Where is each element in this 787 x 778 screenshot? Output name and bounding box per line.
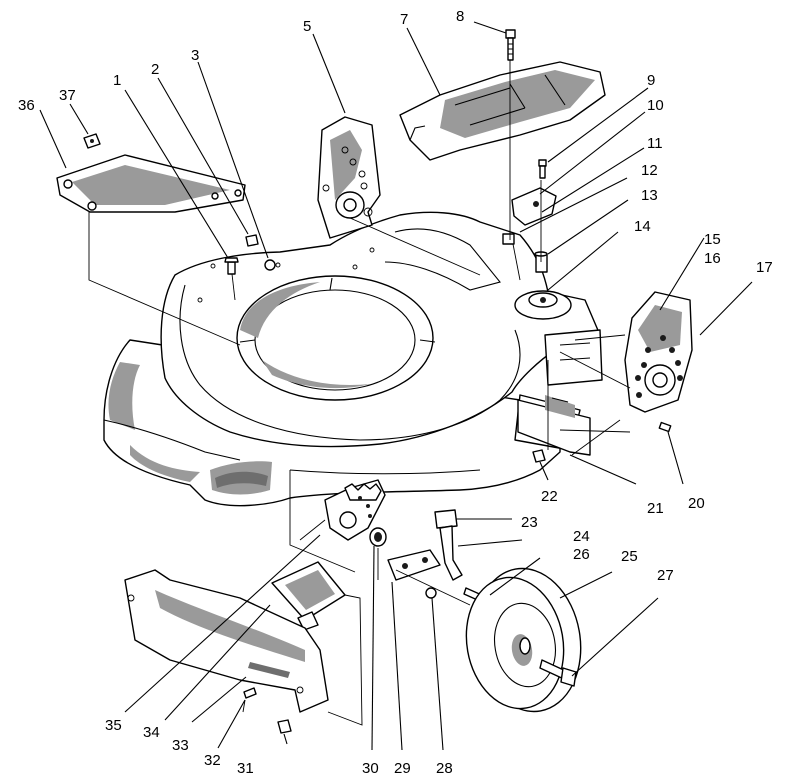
part-35-front-height-bracket (324, 479, 386, 541)
callout-27: 27 (657, 567, 674, 584)
part-25-wheel (465, 567, 582, 713)
part-1-bolt (224, 257, 239, 275)
part-20-screw (658, 421, 672, 433)
callout-36: 36 (18, 97, 35, 114)
part-32-screw (242, 687, 257, 713)
callout-32: 32 (204, 752, 221, 769)
part-21-rear-skirt (517, 395, 591, 456)
callout-26: 26 (573, 546, 590, 563)
callout-12: 12 (641, 162, 658, 179)
part-9-screw (538, 159, 547, 179)
callout-30: 30 (362, 760, 379, 777)
callout-labels: 1 2 3 5 7 8 9 10 11 12 13 14 15 16 17 20… (18, 8, 773, 777)
callout-7: 7 (400, 11, 408, 28)
callout-11: 11 (647, 135, 663, 152)
part-31-nut (277, 719, 292, 734)
callout-37: 37 (59, 87, 76, 104)
leader-lines (39, 21, 753, 751)
callout-13: 13 (641, 187, 658, 204)
part-8-bolt (505, 29, 516, 61)
part-12-bushing (502, 233, 515, 245)
callout-33: 33 (172, 737, 189, 754)
callout-2: 2 (151, 61, 159, 78)
part-5-height-bracket (317, 116, 381, 239)
part-2-nut (245, 234, 259, 247)
part-28-washer (425, 587, 437, 599)
callout-17: 17 (756, 259, 773, 276)
callout-21: 21 (647, 500, 664, 517)
part-30-washer (369, 527, 387, 547)
part-34-front-mount (271, 561, 346, 631)
callout-25: 25 (621, 548, 638, 565)
callout-1: 1 (113, 72, 121, 89)
callout-34: 34 (143, 724, 160, 741)
part-23-24-height-lever (434, 509, 463, 581)
part-27-wheel-bolt (539, 659, 577, 687)
part-33-front-skirt (124, 569, 329, 713)
callout-22: 22 (541, 488, 558, 505)
callout-10: 10 (647, 97, 664, 114)
part-22-nut (532, 449, 546, 463)
part-3-washer (264, 259, 276, 271)
callout-8: 8 (456, 8, 464, 25)
part-37-clip-nut (83, 133, 101, 149)
callout-5: 5 (303, 18, 311, 35)
part-11-bracket (511, 187, 557, 226)
callout-31: 31 (237, 760, 254, 777)
callout-9: 9 (647, 72, 655, 89)
part-7-rear-guard (399, 61, 606, 161)
callout-14: 14 (634, 218, 651, 235)
part-29-axle-plate (387, 549, 441, 581)
mower-deck (103, 211, 603, 507)
callout-35: 35 (105, 717, 122, 734)
callout-29: 29 (394, 760, 411, 777)
callout-15: 15 (704, 231, 721, 248)
callout-3: 3 (191, 47, 199, 64)
part-36-rear-panel (56, 154, 246, 213)
callout-16: 16 (704, 250, 721, 267)
callout-28: 28 (436, 760, 453, 777)
callout-20: 20 (688, 495, 705, 512)
callout-24: 24 (573, 528, 590, 545)
callout-23: 23 (521, 514, 538, 531)
part-15-16-17-right-bracket (624, 291, 693, 413)
